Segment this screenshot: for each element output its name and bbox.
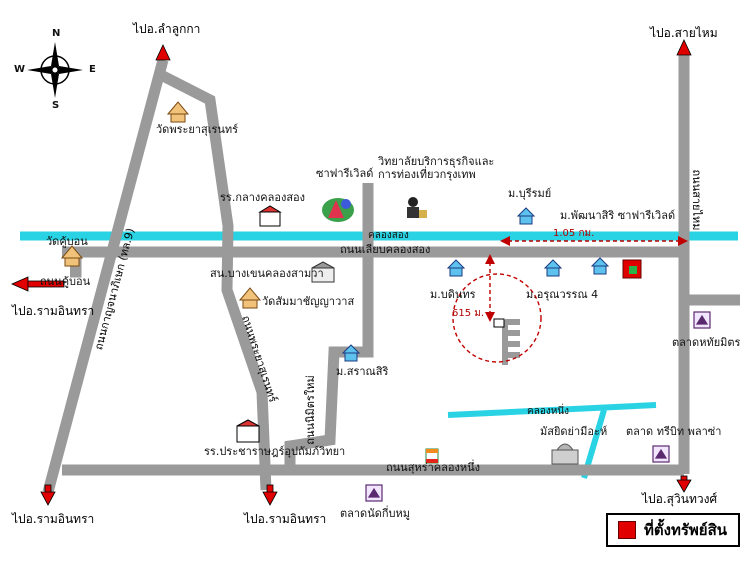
khlong-nueng-canal (447, 402, 657, 418)
direction-bottom-left: ไปอ.รามอินทรา (12, 512, 95, 526)
arrow-bottom-mid-icon (262, 491, 278, 506)
distance-1-label: 1.05 กม. (553, 228, 594, 239)
wat-phraya-temple-icon (166, 101, 190, 123)
talad-tribit-label: ตลาด ทรีบิท พลาซ่า (626, 425, 722, 438)
direction-top-right: ไปอ.สายไหม (650, 26, 718, 40)
wat-khubon-label: วัดคู้บอน (46, 235, 88, 248)
kanchanaphisek-road (42, 58, 169, 494)
buriram-label: ม.บุรีรมย์ (508, 187, 552, 200)
talad-haiyimitr-icon (693, 311, 711, 329)
talad-haiyimitr-label: ตลาดหทัยมิตร (672, 336, 741, 349)
compass-e-label: E (89, 64, 96, 75)
safari-road (284, 183, 374, 470)
khlong-song-label: คลองสอง (368, 230, 409, 241)
phatthana-label: ม.พัฒนาสิริ ซาฟารีเวิลด์ (560, 209, 676, 222)
seven-eleven-icon (425, 448, 439, 464)
police-station-icon (311, 261, 335, 283)
mubanin-label: ม.บดินทร (430, 288, 476, 301)
khu-bon-road-label: ถนนคู้บอน (40, 275, 91, 288)
wat-samakkhi-label: วัดสัมมาชัญญาวาส (262, 295, 355, 308)
safari-label: ซาฟารีเวิลด์ (316, 167, 374, 180)
saransiri-house-icon (341, 344, 361, 362)
liap-khlong-song-label: ถนนเลียบคลองสอง (340, 243, 431, 256)
compass-n-label: N (52, 28, 61, 39)
buriram-house-icon (516, 207, 536, 225)
compass-icon (27, 42, 83, 98)
direction-bottom-right: ไปอ.สุวินทวงศ์ (642, 492, 718, 506)
talad-nat-icon (365, 484, 383, 502)
phraya-suren-road (160, 71, 272, 491)
saransiri-label: ม.สราณสิริ (336, 365, 389, 378)
mubanin-house-icon (446, 259, 466, 277)
phatthana-house-icon (590, 257, 610, 275)
wat-phraya-label: วัดพระยาสุเรนทร์ (156, 123, 239, 136)
arrow-bottom-left-icon (40, 491, 56, 506)
mosque-label: มัสยิดย่ามีอะห์ (540, 425, 608, 438)
sai-mai-road-label: ถนนสายไหม (690, 169, 703, 230)
college-icon (407, 197, 427, 218)
map-legend: ที่ตั้งทรัพย์สิน (606, 513, 740, 547)
mosque-icon (551, 443, 579, 465)
suha-road-label: ถนนสุหร่าคลองหนึ่ง (386, 461, 480, 474)
talad-nat-label: ตลาดนัดกี่บหมู (340, 507, 411, 520)
radius-circle (452, 273, 542, 363)
distance-2-label: 615 ม. (452, 308, 484, 319)
direction-bottom-mid: ไปอ.รามอินทรา (244, 512, 327, 526)
khlong-nueng-label: คลองหนึ่ง (527, 406, 570, 417)
arrow-top-right-icon (676, 39, 692, 56)
school-pracha-icon (236, 419, 260, 443)
arrow-left-icon (11, 276, 29, 292)
talad-tribit-icon (652, 445, 670, 463)
direction-left-mid: ไปอ.รามอินทรา (12, 304, 95, 318)
school-klang-label: รร.กลางคลองสอง (220, 191, 306, 204)
arrow-bottom-right-icon (676, 479, 692, 493)
school-pracha-label: รร.ประชาราษฎร์อุปถัมภ์วิทยา (204, 445, 346, 458)
wat-samakkhi-temple-icon (238, 287, 262, 309)
legend-label: ที่ตั้งทรัพย์สิน (644, 521, 727, 539)
arun-label: ม.อรุณวรรณ 4 (526, 288, 599, 301)
compass-w-label: W (14, 64, 26, 75)
direction-top-left: ไปอ.ลำลูกกา (133, 22, 201, 36)
nimit-mai-road-label: ถนนนิมิตรใหม่ (304, 375, 317, 444)
police-label: สน.บางเขนคลองสามวา (210, 267, 324, 280)
safari-world-icon (322, 198, 354, 222)
arrow-top-left-icon (155, 44, 171, 61)
wat-khubon-temple-icon (60, 245, 84, 267)
compass-s-label: S (52, 100, 60, 111)
college-label: วิทยาลัยบริการธุรกิจและ การท่องเที่ยวกรุ… (378, 155, 495, 181)
school-klang-icon (258, 205, 282, 227)
arun-house-icon (543, 259, 563, 277)
property-marker (622, 259, 642, 279)
property-square-icon (618, 521, 636, 539)
